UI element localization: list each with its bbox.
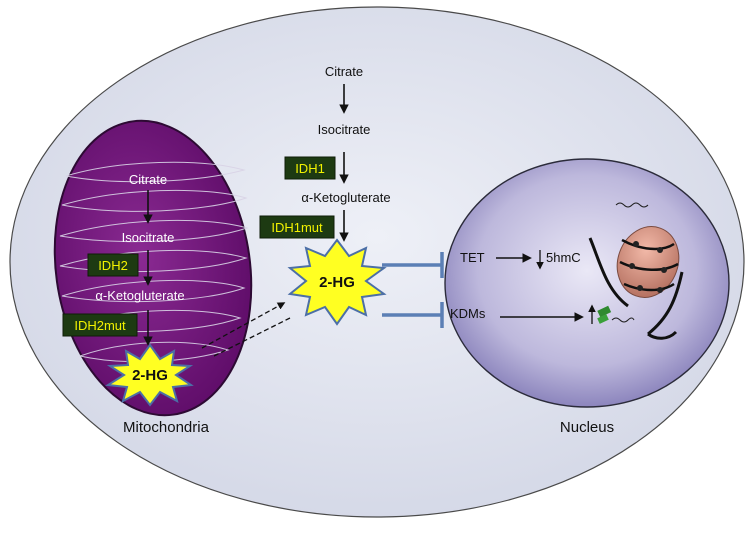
cyto-ketoglutarate-label: α-Ketogluterate [301, 190, 390, 205]
inhibit-tet-line [382, 252, 444, 278]
mito-citrate-label: Citrate [129, 172, 167, 187]
mitochondria-title: Mitochondria [123, 419, 210, 436]
nucleus-tet-label: TET [460, 250, 485, 265]
cyto-idh1mut-box [259, 215, 335, 239]
dna-wrap-left [588, 237, 629, 308]
mito-isocitrate-label: Isocitrate [122, 230, 175, 245]
cyto-isocitrate-label: Isocitrate [318, 122, 371, 137]
mitochondrion: Citrate Isocitrate IDH2 α-Ketogluterate … [53, 119, 253, 436]
cyto-2hg-label: 2-HG [319, 274, 355, 291]
methyl-mark-icon [597, 305, 612, 324]
dna-wrap-band2 [619, 260, 679, 271]
mitochondrion-body [53, 119, 253, 417]
mito-idh2mut-box [62, 313, 138, 337]
mito-idh2mut-label: IDH2mut [74, 318, 126, 333]
mito-idh2-box [87, 253, 139, 277]
nucleus-body [444, 158, 730, 408]
cyto-citrate-label: Citrate [325, 64, 363, 79]
nucleus-kdms-label: KDMs [450, 306, 486, 321]
cyto-2hg-star [287, 238, 387, 326]
mito-idh2-label: IDH2 [98, 258, 128, 273]
inhibit-kdms-line [382, 302, 444, 328]
mito-2hg-star [105, 343, 194, 407]
transport-arrow-lower [213, 317, 291, 357]
dna-tail [647, 330, 678, 340]
inhibition-lines [382, 252, 444, 328]
dna-wrap-band3 [623, 282, 675, 292]
cyto-idh1-box [284, 156, 336, 180]
cyto-idh1-label: IDH1 [295, 161, 325, 176]
dna-wavy-bottom [611, 317, 635, 323]
dna-wrap-band1 [621, 238, 675, 251]
cytoplasm-pathway: Citrate Isocitrate IDH1 α-Ketogluterate … [259, 64, 391, 326]
nucleus-5hmc-label: 5hmC [546, 250, 581, 265]
cyto-idh1mut-label: IDH1mut [271, 220, 323, 235]
nucleosome-icon [588, 202, 684, 340]
mito-2hg-label: 2-HG [132, 367, 168, 384]
dna-wrap-right [647, 271, 684, 336]
mito-ketoglutarate-label: α-Ketogluterate [95, 288, 184, 303]
nucleus: TET 5hmC KDMs Nucleus [444, 158, 730, 436]
dna-wavy-left [615, 202, 649, 208]
watermark-text: 搜狐号@闻然医学 [636, 510, 740, 525]
nucleus-title: Nucleus [560, 419, 614, 436]
